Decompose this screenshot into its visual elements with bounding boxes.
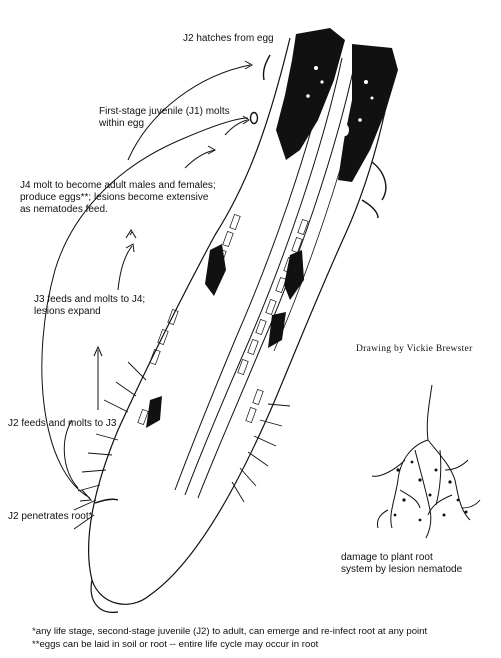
lesion-top [276, 28, 398, 182]
label-j2-hatches: J2 hatches from egg [183, 33, 274, 44]
root-hairs [73, 361, 291, 530]
label-j2-feeds: J2 feeds and molts to J3 [8, 418, 117, 429]
label-j2-penetrates: J2 penetrates root* [8, 511, 93, 522]
penetrating-nematode [94, 498, 119, 504]
label-j3-feeds: J3 feeds and molts to J4; lesions expand [34, 294, 146, 317]
nematodes [94, 54, 387, 504]
damage-dots [393, 460, 468, 522]
footnote-2: **eggs can be laid in soil or root -- en… [32, 639, 319, 650]
label-j4-molt: J4 molt to become adult males and female… [20, 180, 216, 215]
footnote-1: *any life stage, second-stage juvenile (… [32, 626, 428, 637]
drawing-credit: Drawing by Vickie Brewster [356, 344, 473, 354]
cortical-cells [137, 213, 309, 426]
damaged-root-system [371, 384, 481, 539]
label-j1-molts: First-stage juvenile (J1) molts within e… [99, 106, 230, 129]
free-nematode-right [371, 161, 387, 201]
egg-j1 [249, 111, 259, 125]
j2-hatched-nematode [262, 54, 271, 81]
label-damage: damage to plant root system by lesion ne… [341, 552, 463, 575]
free-nematode-right-2 [361, 199, 379, 219]
lesion-mid [146, 244, 304, 428]
life-cycle-arrows [41, 60, 254, 502]
